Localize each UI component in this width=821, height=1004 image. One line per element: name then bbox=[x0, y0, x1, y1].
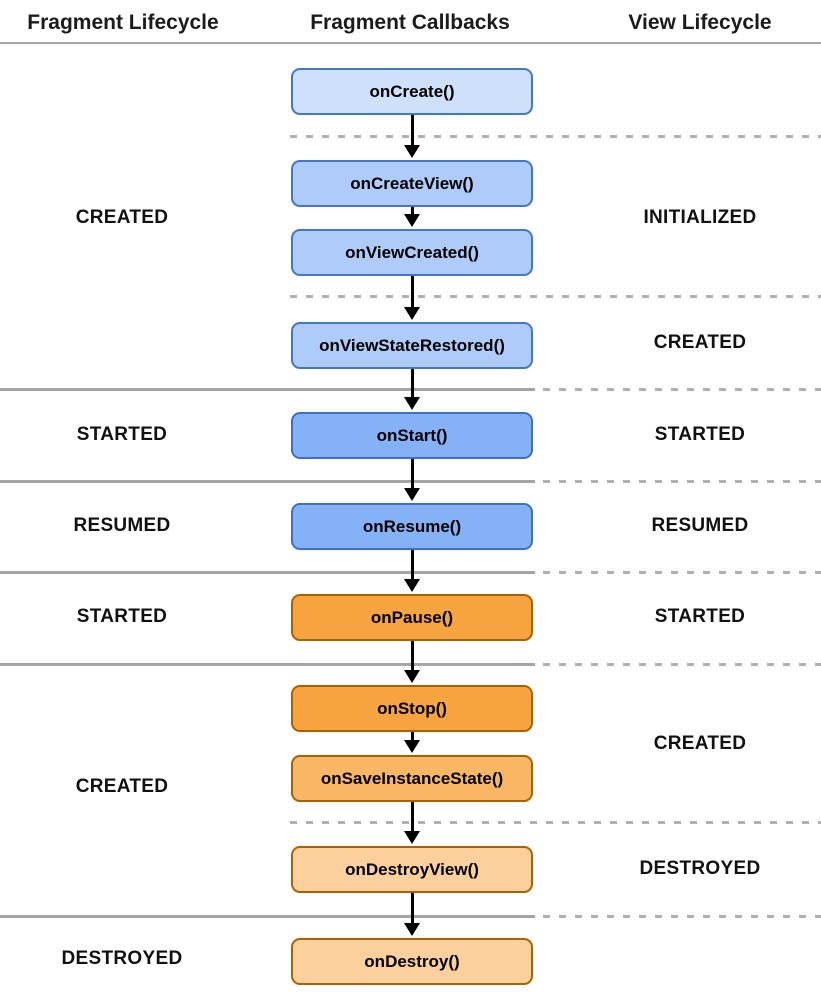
view-state-label-created: CREATED bbox=[653, 733, 747, 754]
down-arrow-icon bbox=[404, 145, 420, 158]
state-divider-dashed bbox=[543, 479, 821, 483]
callback-box-oncreateview: onCreateView() bbox=[291, 160, 533, 207]
state-divider-solid bbox=[0, 570, 535, 574]
fragment-state-label-destroyed: DESTROYED bbox=[61, 948, 183, 969]
callback-box-onpause: onPause() bbox=[291, 594, 533, 641]
view-state-label-created: CREATED bbox=[653, 332, 747, 353]
view-state-label-destroyed: DESTROYED bbox=[639, 858, 761, 879]
flow-arrow-stem bbox=[410, 459, 414, 490]
flow-arrow-stem bbox=[410, 276, 414, 309]
down-arrow-icon bbox=[404, 923, 420, 936]
view-state-label-started: STARTED bbox=[654, 424, 746, 445]
view-state-label-started: STARTED bbox=[654, 606, 746, 627]
state-divider-dashed bbox=[543, 570, 821, 574]
callback-box-onviewstaterestored: onViewStateRestored() bbox=[291, 322, 533, 369]
callback-box-onsaveinstancestate: onSaveInstanceState() bbox=[291, 755, 533, 802]
fragment-state-label-started: STARTED bbox=[76, 424, 168, 445]
callback-box-ondestroyview: onDestroyView() bbox=[291, 846, 533, 893]
down-arrow-icon bbox=[404, 307, 420, 320]
column-header-view-lifecycle: View Lifecycle bbox=[628, 11, 772, 34]
state-divider-dashed bbox=[543, 387, 821, 391]
state-divider-solid bbox=[0, 387, 535, 391]
down-arrow-icon bbox=[404, 670, 420, 683]
flow-arrow-stem bbox=[410, 641, 414, 672]
column-header-fragment-callbacks: Fragment Callbacks bbox=[310, 11, 510, 34]
callback-box-onstart: onStart() bbox=[291, 412, 533, 459]
callback-box-oncreate: onCreate() bbox=[291, 68, 533, 115]
down-arrow-icon bbox=[404, 488, 420, 501]
state-divider-solid bbox=[0, 914, 535, 918]
down-arrow-icon bbox=[404, 579, 420, 592]
state-divider-solid bbox=[0, 662, 535, 666]
flow-arrow-stem bbox=[410, 731, 414, 742]
down-arrow-icon bbox=[404, 740, 420, 753]
flow-arrow-stem bbox=[410, 115, 414, 147]
fragment-state-label-created: CREATED bbox=[75, 776, 169, 797]
view-state-label-initialized: INITIALIZED bbox=[643, 207, 757, 228]
state-divider-dashed bbox=[290, 134, 821, 138]
state-divider-dashed bbox=[290, 294, 821, 298]
view-state-label-resumed: RESUMED bbox=[651, 515, 749, 536]
down-arrow-icon bbox=[404, 397, 420, 410]
callback-box-onresume: onResume() bbox=[291, 503, 533, 550]
fragment-state-label-resumed: RESUMED bbox=[73, 515, 171, 536]
column-header-fragment-lifecycle: Fragment Lifecycle bbox=[27, 11, 219, 34]
state-divider-dashed bbox=[543, 914, 821, 918]
flow-arrow-stem bbox=[410, 207, 414, 216]
state-divider-dashed bbox=[543, 662, 821, 666]
callback-box-onviewcreated: onViewCreated() bbox=[291, 229, 533, 276]
callback-box-ondestroy: onDestroy() bbox=[291, 938, 533, 985]
flow-arrow-stem bbox=[410, 893, 414, 925]
flow-arrow-stem bbox=[410, 802, 414, 833]
state-divider-solid bbox=[0, 479, 535, 483]
fragment-state-label-started: STARTED bbox=[76, 606, 168, 627]
state-divider-dashed bbox=[290, 820, 821, 824]
callback-box-onstop: onStop() bbox=[291, 685, 533, 732]
flow-arrow-stem bbox=[410, 369, 414, 399]
fragment-state-label-created: CREATED bbox=[75, 207, 169, 228]
down-arrow-icon bbox=[404, 831, 420, 844]
flow-arrow-stem bbox=[410, 550, 414, 581]
state-divider-solid bbox=[0, 42, 821, 44]
down-arrow-icon bbox=[404, 214, 420, 227]
